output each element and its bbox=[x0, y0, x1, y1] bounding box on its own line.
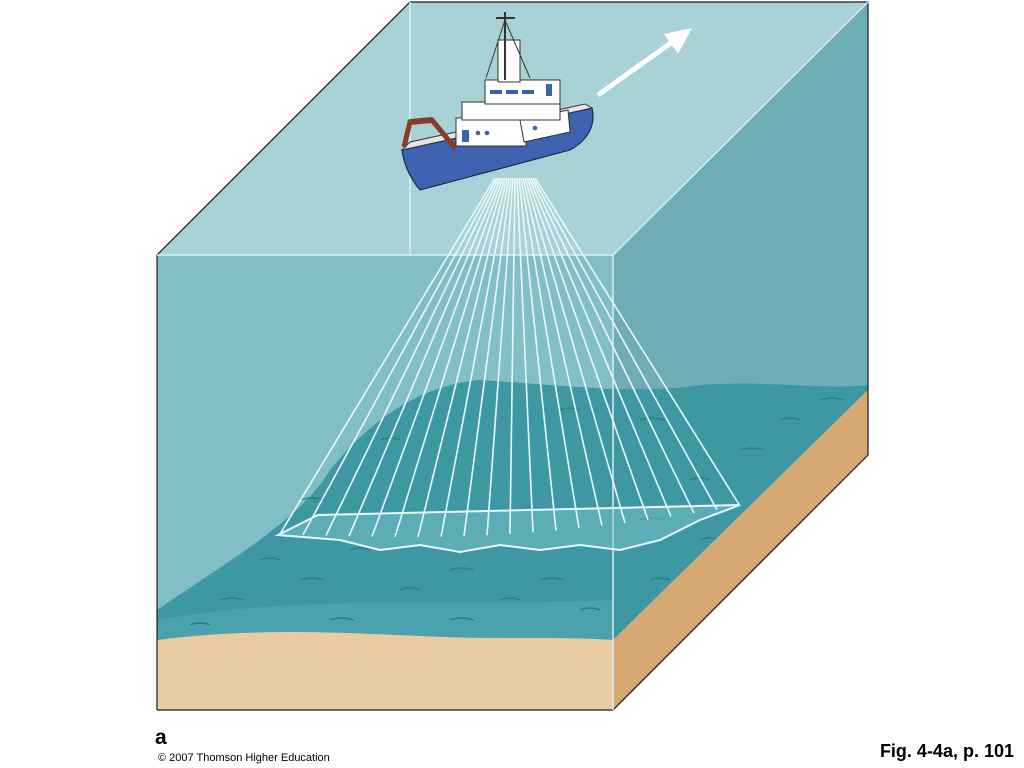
sonar-beam bbox=[325, 177, 500, 536]
sonar-beams bbox=[279, 177, 741, 538]
sonar-beam bbox=[371, 177, 504, 537]
ship-icon bbox=[400, 12, 594, 191]
sonar-beam bbox=[528, 177, 672, 517]
sonar-beam bbox=[509, 177, 516, 535]
sonar-beam bbox=[534, 177, 741, 507]
sonar-beam bbox=[302, 177, 498, 536]
sonar-beam bbox=[348, 177, 502, 537]
sonar-beam bbox=[530, 177, 695, 514]
sonar-beam bbox=[440, 177, 510, 537]
seafloor-front-edge bbox=[157, 600, 613, 640]
sediment-side-face bbox=[613, 390, 868, 710]
sonar-beam bbox=[522, 177, 603, 526]
sediment-front-face bbox=[157, 632, 613, 710]
sonar-beam bbox=[394, 177, 506, 538]
direction-arrow-icon bbox=[596, 28, 692, 98]
sonar-beam bbox=[532, 177, 718, 510]
sonar-beam bbox=[516, 177, 534, 533]
sonar-beam bbox=[417, 177, 508, 538]
sonar-beam bbox=[486, 177, 514, 536]
figure-reference: Fig. 4-4a, p. 101 bbox=[879, 741, 1014, 761]
sonar-beam bbox=[526, 177, 649, 521]
sonar-swath-footprint bbox=[274, 504, 741, 554]
sonar-beam bbox=[279, 177, 496, 535]
panel-label: a bbox=[155, 726, 167, 749]
copyright-notice: © 2007 Thomson Higher Education bbox=[158, 752, 330, 764]
sonar-beam bbox=[520, 177, 580, 529]
sonar-beam bbox=[524, 177, 626, 524]
sonar-beam bbox=[463, 177, 512, 537]
sonar-beam bbox=[518, 177, 557, 531]
